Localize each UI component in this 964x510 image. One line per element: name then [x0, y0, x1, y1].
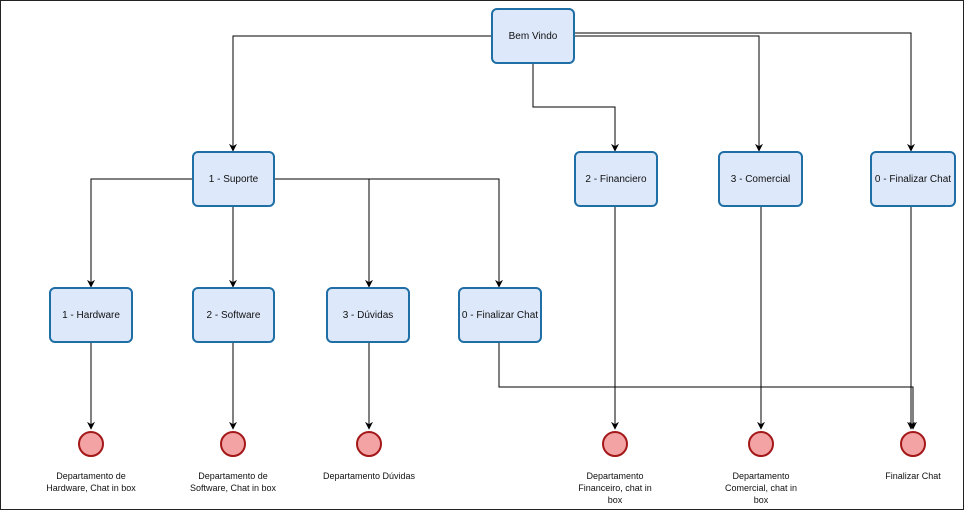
node-suporte[interactable]: 1 - Suporte — [192, 151, 275, 207]
end-event-hardware[interactable] — [78, 431, 104, 457]
end-label-comercial: Departamento Comercial, chat in box — [724, 471, 798, 505]
end-label-financeiro: Departamento Financeiro, chat in box — [578, 471, 652, 505]
node-hardware[interactable]: 1 - Hardware — [49, 287, 133, 343]
end-label-duvidas: Departamento Dúvidas — [322, 471, 416, 481]
edge-finalizar-sub-end — [498, 343, 917, 430]
end-label-software: Departamento de Software, Chat in box — [189, 471, 277, 493]
edge-bemvindo-finalizar — [575, 32, 915, 152]
node-suporte-label: 1 - Suporte — [208, 173, 259, 185]
node-financeiro[interactable]: 2 - Financiero — [574, 151, 658, 207]
edge-bemvindo-comercial — [575, 35, 763, 152]
edge-suporte-hardware — [87, 178, 192, 288]
edge-suporte-duvidas — [275, 178, 373, 288]
node-finalizar-chat-top[interactable]: 0 - Finalizar Chat — [870, 151, 956, 207]
node-software[interactable]: 2 - Software — [192, 287, 275, 343]
node-bem-vindo[interactable]: Bem Vindo — [491, 8, 575, 64]
node-duvidas[interactable]: 3 - Dúvidas — [326, 287, 410, 343]
end-label-finalizar: Finalizar Chat — [885, 471, 941, 481]
node-finalizar-chat-top-label: 0 - Finalizar Chat — [874, 173, 952, 185]
edge-bemvindo-suporte — [229, 35, 491, 152]
node-finalizar-chat-sub-label: 0 - Finalizar Chat — [461, 309, 539, 321]
end-event-comercial[interactable] — [748, 431, 774, 457]
node-hardware-label: 1 - Hardware — [62, 309, 120, 321]
node-finalizar-chat-sub[interactable]: 0 - Finalizar Chat — [458, 287, 542, 343]
end-event-duvidas[interactable] — [356, 431, 382, 457]
node-financeiro-label: 2 - Financiero — [585, 173, 647, 185]
node-bem-vindo-label: Bem Vindo — [508, 30, 558, 42]
node-comercial-label: 3 - Comercial — [730, 173, 791, 185]
node-duvidas-label: 3 - Dúvidas — [342, 309, 394, 321]
end-label-hardware: Departamento de Hardware, Chat in box — [46, 471, 136, 493]
node-software-label: 2 - Software — [206, 309, 261, 321]
edge-suporte-finalizar — [275, 178, 503, 288]
edge-bemvindo-financeiro — [532, 64, 619, 152]
end-event-software[interactable] — [220, 431, 246, 457]
node-comercial[interactable]: 3 - Comercial — [718, 151, 803, 207]
end-event-finalizar[interactable] — [900, 431, 926, 457]
end-event-financeiro[interactable] — [602, 431, 628, 457]
